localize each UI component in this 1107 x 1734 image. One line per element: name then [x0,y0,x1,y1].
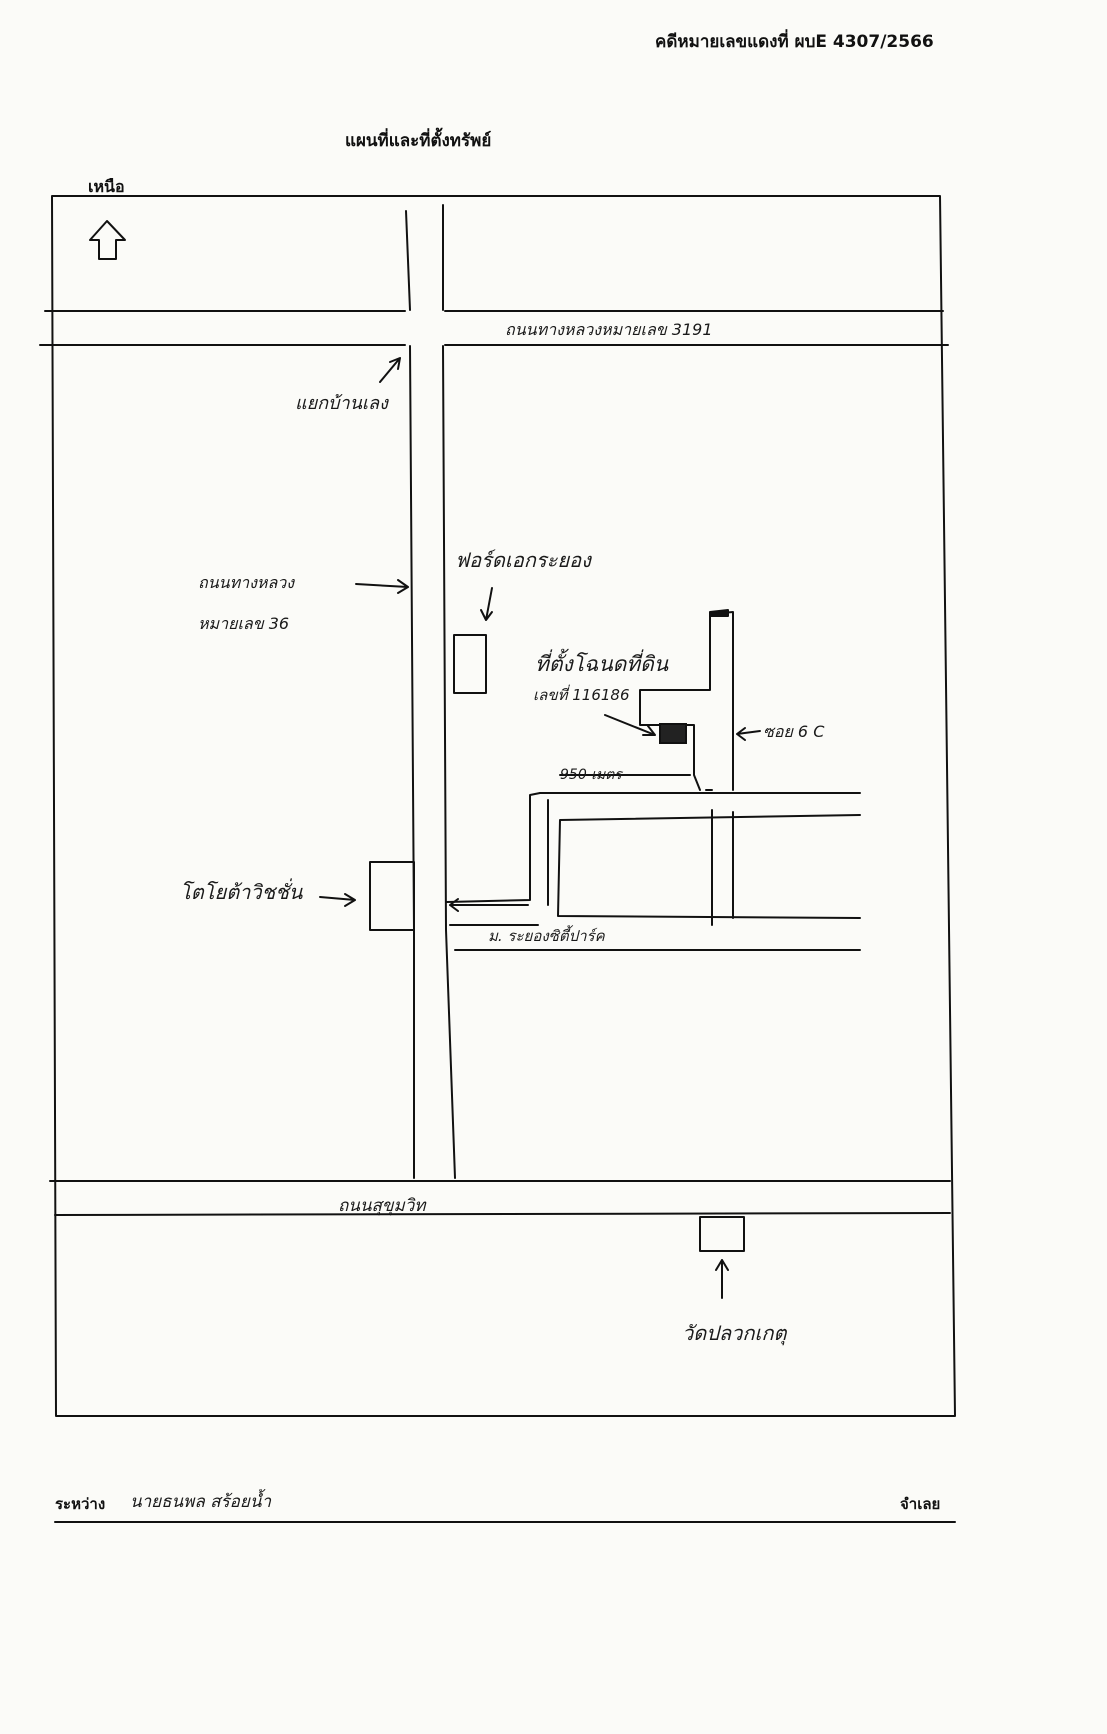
page-title: แผนที่และที่ตั้งทรัพย์ [345,131,492,151]
village-road [449,924,861,951]
road-label-highway-36-line2: หมายเลข 36 [198,614,290,633]
toyota-arrow [319,893,356,907]
map-frame [51,195,956,1417]
between-label: ระหว่าง [55,1495,106,1513]
soi-6c-road [711,809,734,919]
soi-road-inner [547,799,861,919]
village-label: ม. ระยองซิตี้ปาร์ค [488,927,605,945]
soi-road-lower [446,792,541,903]
north-arrow-icon [89,220,126,260]
road-highway-36 [405,204,456,1179]
toyota-building [369,861,415,931]
property-arrow [604,714,656,736]
north-label: เหนือ [88,177,125,196]
highway-36-arrow [355,579,409,594]
soi-6c-access [639,611,734,791]
road-label-highway-36-line1: ถนนทางหลวง [198,573,295,592]
road-label-highway-3191: ถนนทางหลวงหมายเลข 3191 [505,320,713,339]
ford-arrow [480,587,493,621]
flag-icon [709,609,729,617]
soi-entry-arrow [449,898,529,912]
party-name: นายธนพล สร้อยน้ำ [130,1492,271,1512]
case-number: คดีหมายเลขแดงที่ ผบE 4307/2566 [655,32,934,52]
wat-arrow [715,1259,729,1299]
property-label-line2: เลขที่ 116186 [533,686,630,704]
subject-property [659,723,687,744]
junction-label: แยกบ้านเลง [295,393,388,414]
junction-arrow [379,357,401,383]
toyota-label: โตโยต้าวิชชั่น [180,880,303,904]
soi-6c-arrow [736,727,761,741]
road-highway-3191 [39,310,949,346]
property-label-line1: ที่ตั้งโฉนดที่ดิน [535,652,669,676]
wat-label: วัดปลวกเกตุ [682,1321,787,1345]
ford-building [453,634,487,694]
defendant-label: จำเลย [900,1495,941,1513]
road-label-sukhumvit: ถนนสุขุมวิท [338,1196,426,1216]
wat-building [699,1216,745,1252]
ford-label: ฟอร์ดเอกระยอง [455,548,591,572]
road-sukhumvit [49,1180,951,1216]
distance-label: 950 เมตร [560,767,622,783]
soi-6c-label: ซอย 6 C [763,722,825,741]
